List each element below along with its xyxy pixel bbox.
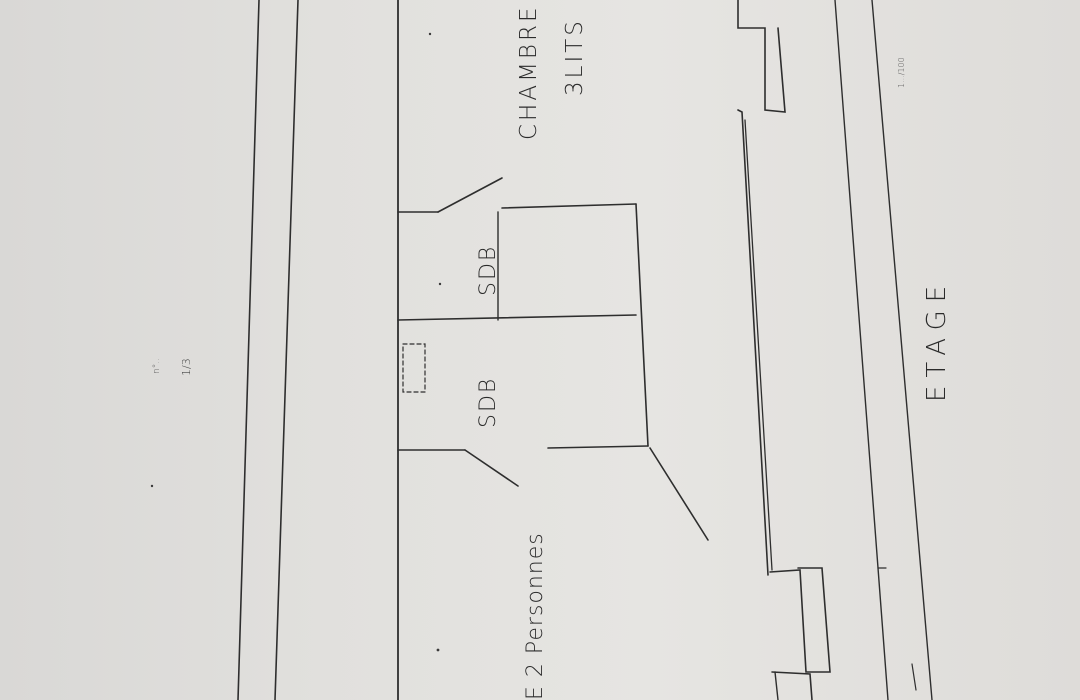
room-label-double: E 2 Personnes	[523, 532, 548, 700]
facade-bottom-pilaster	[769, 567, 831, 673]
speck	[150, 484, 154, 488]
door-swing-right	[649, 447, 709, 541]
speck	[436, 648, 440, 652]
fixture-dashed	[402, 343, 426, 393]
sdb-divider-h	[397, 314, 637, 321]
facade-edge-bottom	[774, 671, 779, 700]
boundary-line-2	[871, 0, 933, 700]
scale-note: 1.../100	[897, 57, 906, 88]
facade-wall-outer	[737, 109, 769, 576]
bathroom-label-2: SDB	[476, 376, 501, 428]
door-swing-top	[437, 177, 503, 213]
speck	[438, 282, 442, 286]
speck	[428, 32, 432, 36]
facade-bottom-end	[771, 671, 813, 700]
bathroom-label-1: SDB	[476, 244, 501, 296]
sdb-right-wall	[635, 203, 649, 447]
room-label-chambre: CHAMBRE	[516, 4, 542, 140]
margin-note-number: n°..	[152, 358, 162, 374]
outer-wall-left-inner	[274, 0, 299, 700]
margin-note-fraction: 1/3	[180, 358, 193, 376]
outer-wall-left	[237, 0, 260, 700]
sdb-right-top	[501, 203, 637, 209]
facade-wall-inner	[744, 119, 773, 571]
room-label-beds: 3LITS	[562, 18, 588, 96]
boundary-line-1	[834, 0, 889, 700]
facade-top-pilaster	[737, 0, 786, 113]
floor-label: ETAGE	[922, 277, 952, 402]
sdb-bottom-right	[547, 445, 649, 449]
tick-mark-2	[911, 663, 917, 691]
door-swing-bottom	[464, 449, 519, 487]
